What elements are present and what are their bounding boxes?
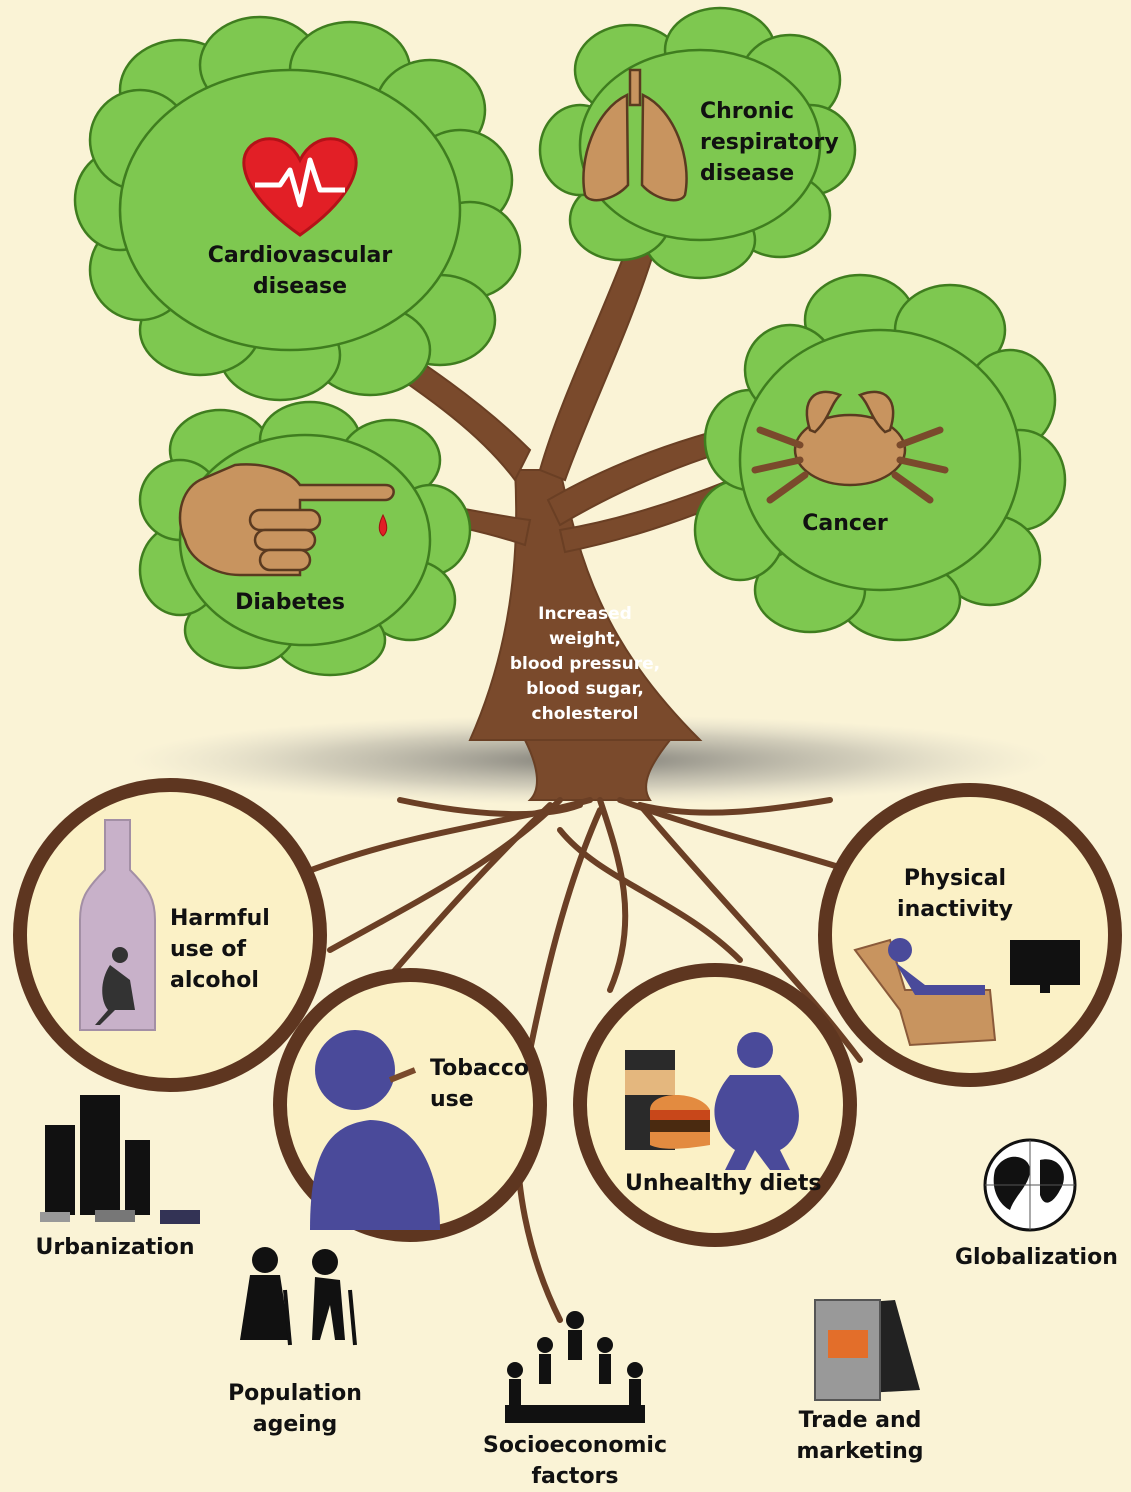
label-socioeconomic-factors: Socioeconomic factors: [482, 1433, 667, 1489]
label-trunk-risk-markers: Increased weight, blood pressure, blood …: [509, 604, 661, 724]
risk-circle-tobacco: [273, 968, 547, 1242]
billboard-icon: [814, 1299, 920, 1401]
foliage-cardiovascular: [73, 15, 522, 402]
label-cancer: Cancer: [802, 511, 888, 536]
label-physical-inactivity: Physical inactivity: [897, 866, 1013, 922]
label-chronic-respiratory-disease: Chronic respiratory disease: [700, 99, 839, 186]
heart-pulse-icon: [242, 137, 358, 237]
label-globalization: Globalization: [955, 1245, 1118, 1270]
sad-person-icon: [95, 947, 135, 1025]
city-icon: [40, 1095, 200, 1224]
lungs-icon: [582, 68, 688, 202]
globe-icon: [983, 1138, 1077, 1232]
people-pyramid-icon: [505, 1311, 645, 1423]
label-urbanization: Urbanization: [35, 1235, 195, 1260]
risk-circle-diets: [573, 963, 857, 1247]
crab-icon: [751, 390, 949, 504]
obese-person-icon: [714, 1032, 799, 1170]
label-diabetes: Diabetes: [235, 590, 345, 615]
smoker-icon: [310, 1030, 440, 1230]
couch-tv-icon: [853, 938, 1080, 1047]
bottle-icon: [79, 819, 156, 1031]
elderly-couple-icon: [240, 1247, 357, 1346]
label-population-ageing: Population ageing: [228, 1381, 362, 1437]
fastfood-icon: [625, 1050, 710, 1150]
finger-blood-drop-icon: [178, 463, 395, 577]
risk-circle-inactivity: [818, 783, 1122, 1087]
label-cardiovascular-disease: Cardiovascular disease: [207, 243, 393, 299]
risk-circle-alcohol: [13, 778, 327, 1092]
label-unhealthy-diets: Unhealthy diets: [625, 1171, 822, 1196]
label-trade-and-marketing: Trade and marketing: [796, 1408, 924, 1464]
label-tobacco-use: Tobacco use: [430, 1056, 529, 1112]
label-harmful-use-of-alcohol: Harmful use of alcohol: [170, 906, 270, 993]
